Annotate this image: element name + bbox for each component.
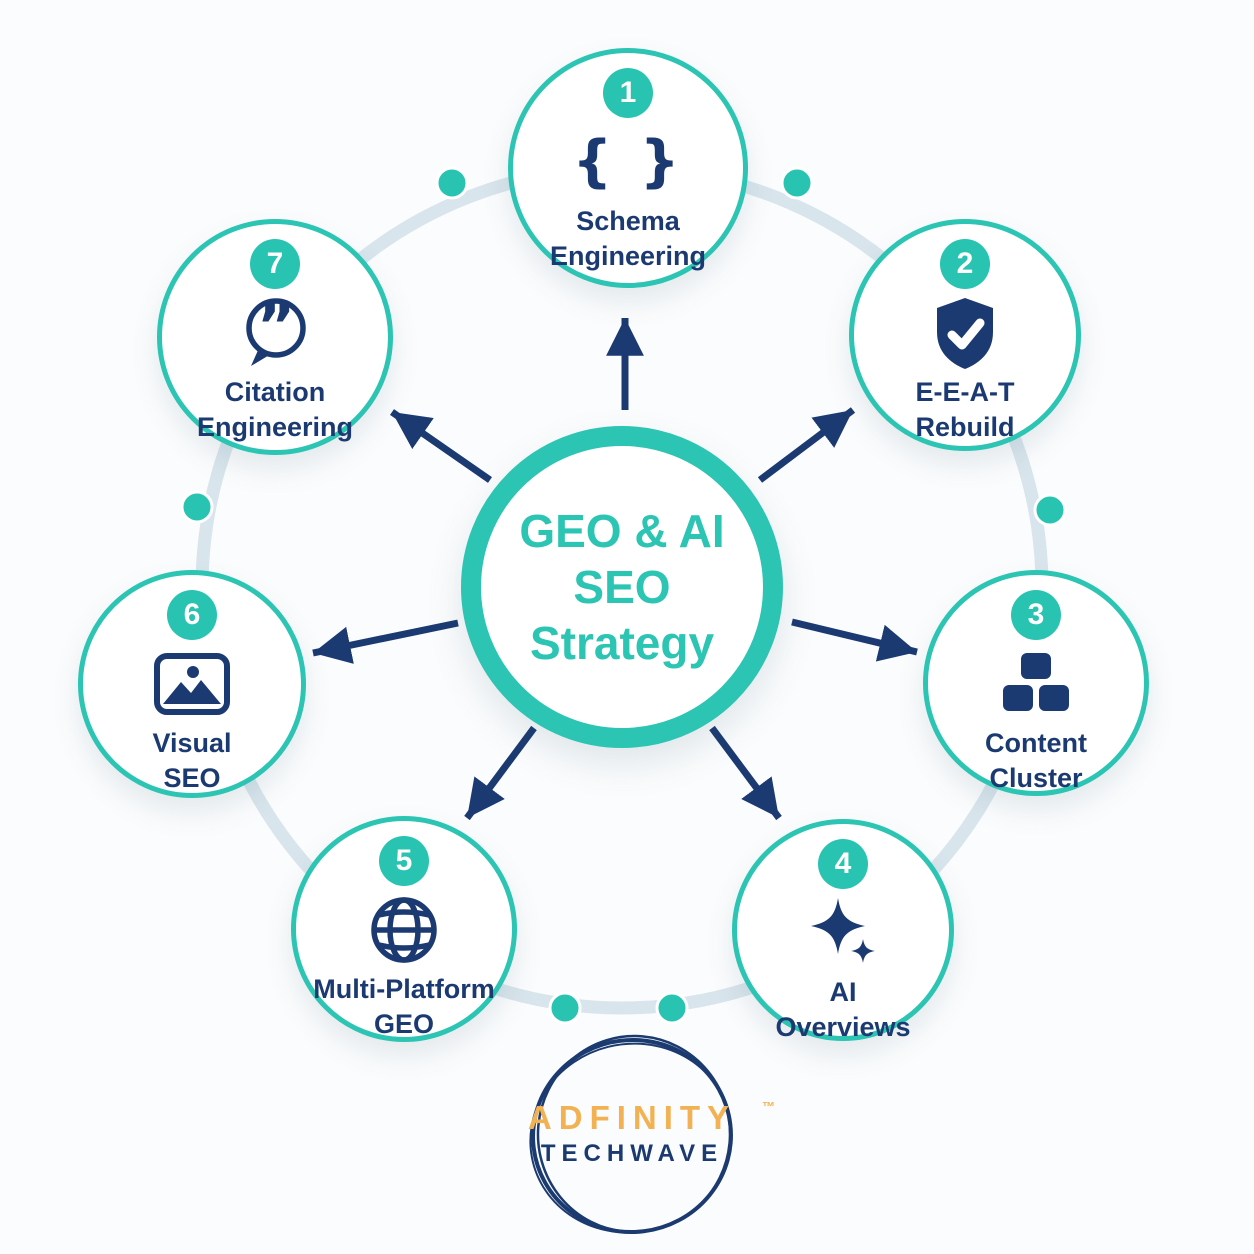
arrow-to-ai-overviews <box>709 725 782 821</box>
node-multi-platform-geo: 5 Multi-Platform GEO <box>291 816 517 1042</box>
hub-title: GEO & AI SEO Strategy <box>519 503 724 671</box>
node-label: Visual SEO <box>152 728 232 794</box>
hub-title-line1: GEO & AI <box>519 504 725 557</box>
arrow-to-eeat-rebuild <box>757 407 856 483</box>
logo-sketch-circle <box>529 1034 733 1235</box>
logo-name: ADFINITY <box>527 1099 737 1136</box>
shield-check-icon <box>937 298 993 369</box>
step-number-badge: 5 <box>379 836 429 886</box>
step-number-badge: 6 <box>167 590 217 640</box>
logo-tagline: TECHWAVE <box>540 1140 724 1167</box>
connector-dot <box>435 166 469 200</box>
arrow-to-multi-platform-geo <box>464 725 537 821</box>
node-content-cluster: 3 Content Cluster <box>923 570 1149 796</box>
svg-text:”: ” <box>257 296 295 360</box>
sparkle-icon <box>811 898 875 963</box>
connector-dots <box>180 166 1067 1025</box>
step-number-badge: 1 <box>603 68 653 118</box>
node-label: Content Cluster <box>985 728 1087 794</box>
globe-icon <box>371 897 437 963</box>
hub-title-line3: Strategy <box>529 617 715 670</box>
node-schema-engineering: 1 { } Schema Engineering <box>508 48 748 288</box>
connector-dot <box>655 991 689 1025</box>
node-visual-seo: 6 Visual SEO <box>78 570 306 798</box>
image-icon <box>154 653 230 715</box>
arrow-to-visual-seo <box>312 619 459 664</box>
quote-bubble-icon: ” <box>246 296 306 366</box>
step-number-badge: 3 <box>1011 590 1061 640</box>
connector-dot <box>1033 493 1067 527</box>
curly-braces-icon: { } <box>572 129 684 194</box>
hub-title-line2: SEO <box>573 560 671 613</box>
connector-dot <box>548 991 582 1025</box>
node-eeat-rebuild: 2 E-E-A-T Rebuild <box>849 219 1081 451</box>
central-hub: GEO & AI SEO Strategy <box>461 426 783 748</box>
step-number-badge: 2 <box>940 239 990 289</box>
content-blocks-icon <box>1003 653 1069 711</box>
node-label: AI Overviews <box>775 977 911 1043</box>
node-label: Multi-Platform GEO <box>313 974 495 1040</box>
node-label: Citation Engineering <box>196 377 353 443</box>
arrow-to-content-cluster <box>791 618 918 662</box>
arrows <box>312 318 918 821</box>
node-citation-engineering: 7 ” Citation Engineering <box>157 219 393 455</box>
arrow-to-citation-engineering <box>390 409 492 483</box>
node-label: E-E-A-T Rebuild <box>915 377 1015 443</box>
node-label: Schema Engineering <box>549 206 706 272</box>
logo-trademark: ™ <box>762 1099 775 1114</box>
connector-dot <box>180 490 214 524</box>
step-number-badge: 4 <box>818 839 868 889</box>
node-ai-overviews: 4 AI Overviews <box>732 819 954 1042</box>
step-number-badge: 7 <box>250 239 300 289</box>
connector-dot <box>780 166 814 200</box>
